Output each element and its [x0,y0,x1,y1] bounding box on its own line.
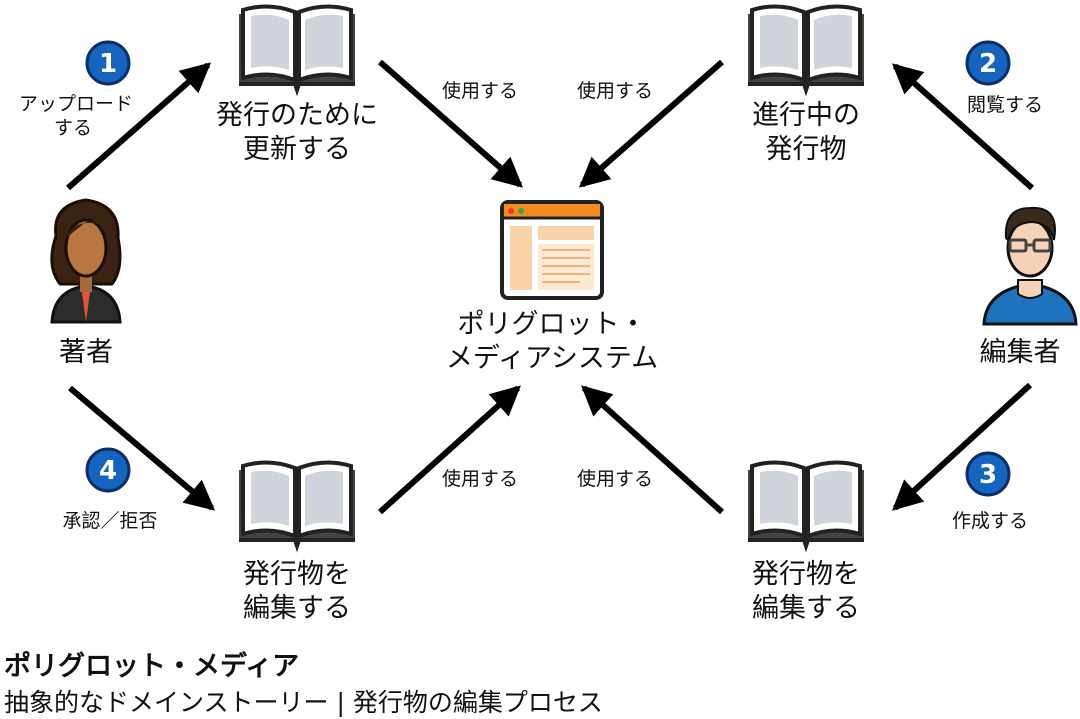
author-avatar-icon [50,198,122,324]
step-number-3: 3 [978,460,998,490]
step-badge-3 [965,451,1011,497]
system-label: ポリグロット・ メディアシステム [412,308,692,376]
book-label-bottom-left: 発行物を 編集する [197,558,397,626]
book-icon-bottom-left [237,460,357,548]
system-label-line2: メディアシステム [445,342,659,374]
author-label: 著者 [59,337,113,368]
step-badge-2 [965,40,1011,86]
book-icon-bottom-right [746,460,866,548]
book-label-bottom-left-line1: 発行物を [243,559,351,590]
footer-title: ポリグロット・メディア [4,651,300,682]
arrow-uses-bottom-left [377,385,521,515]
book-label-top-left: 発行のために 更新する [197,99,397,167]
book-label-top-right: 進行中の 発行物 [706,99,906,167]
book-label-bottom-right-line2: 編集する [752,592,860,624]
footer-subtitle: 抽象的なドメインストーリー | 発行物の編集プロセス [4,688,603,717]
step-label-3: 作成する [951,510,1028,532]
arrow-uses-top-left [378,59,524,188]
step-label-1: アップロード する [6,93,146,141]
arrow-browse [892,63,1034,191]
book-label-bottom-left-line2: 編集する [243,592,351,624]
uses-label-top-right: 使用する [576,80,653,102]
step-badge-1 [85,40,131,86]
step-label-1-line1: アップロード [18,93,133,115]
uses-label-bottom-left: 使用する [441,468,518,490]
step-label-2: 閲覧する [966,94,1043,116]
uses-label-bottom-right: 使用する [576,468,653,490]
system-label-line1: ポリグロット・ [457,309,647,340]
arrow-upload [66,62,212,191]
book-label-bottom-right-line1: 発行物を [752,559,860,590]
book-label-top-right-line2: 発行物 [765,133,847,165]
step-badge-4 [85,447,131,493]
step-number-1: 1 [98,49,118,79]
arrow-uses-bottom-right [581,385,725,515]
book-label-bottom-right: 発行物を 編集する [706,558,906,626]
step-label-1-line2: する [54,116,93,139]
step-number-4: 4 [98,456,118,486]
arrow-uses-top-right [578,59,724,188]
book-label-top-left-line2: 更新する [243,133,351,165]
arrow-create [892,382,1033,511]
step-number-2: 2 [978,49,998,79]
book-label-top-left-line1: 発行のために [216,100,378,131]
step-label-4: 承認／拒否 [62,510,158,532]
browser-window-icon [500,200,604,300]
uses-label-top-left: 使用する [441,80,518,102]
editor-avatar-icon [982,206,1078,326]
book-label-top-right-line1: 進行中の [752,100,860,131]
book-icon-top-right [746,4,866,93]
editor-label: 編集者 [979,337,1061,368]
book-icon-top-left [237,4,357,93]
arrow-approve [68,385,216,511]
